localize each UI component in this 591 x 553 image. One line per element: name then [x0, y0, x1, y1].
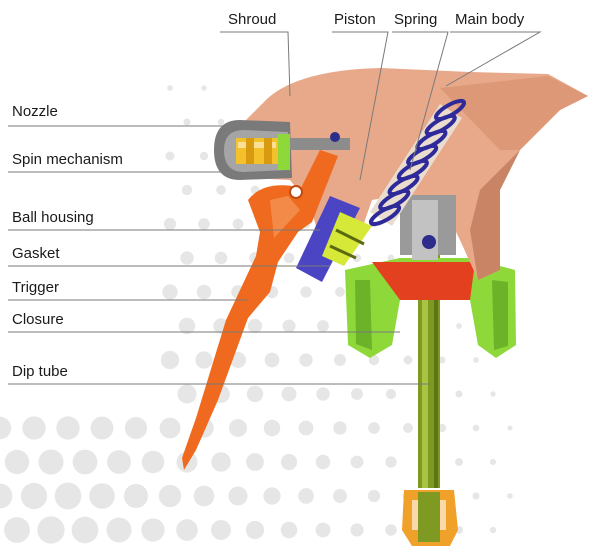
- ball-part: [422, 235, 436, 249]
- label-main-body: Main body: [455, 12, 524, 27]
- label-gasket: Gasket: [12, 246, 60, 261]
- label-piston: Piston: [334, 12, 376, 27]
- label-spring: Spring: [394, 12, 437, 27]
- label-nozzle: Nozzle: [12, 104, 58, 119]
- label-ball-housing: Ball housing: [12, 210, 94, 225]
- piston-ball-part: [330, 132, 340, 142]
- label-spin-mechanism: Spin mechanism: [12, 152, 123, 167]
- label-dip-tube: Dip tube: [12, 364, 68, 379]
- label-trigger: Trigger: [12, 280, 59, 295]
- label-closure: Closure: [12, 312, 64, 327]
- trigger-part: [182, 150, 338, 470]
- label-shroud: Shroud: [228, 12, 276, 27]
